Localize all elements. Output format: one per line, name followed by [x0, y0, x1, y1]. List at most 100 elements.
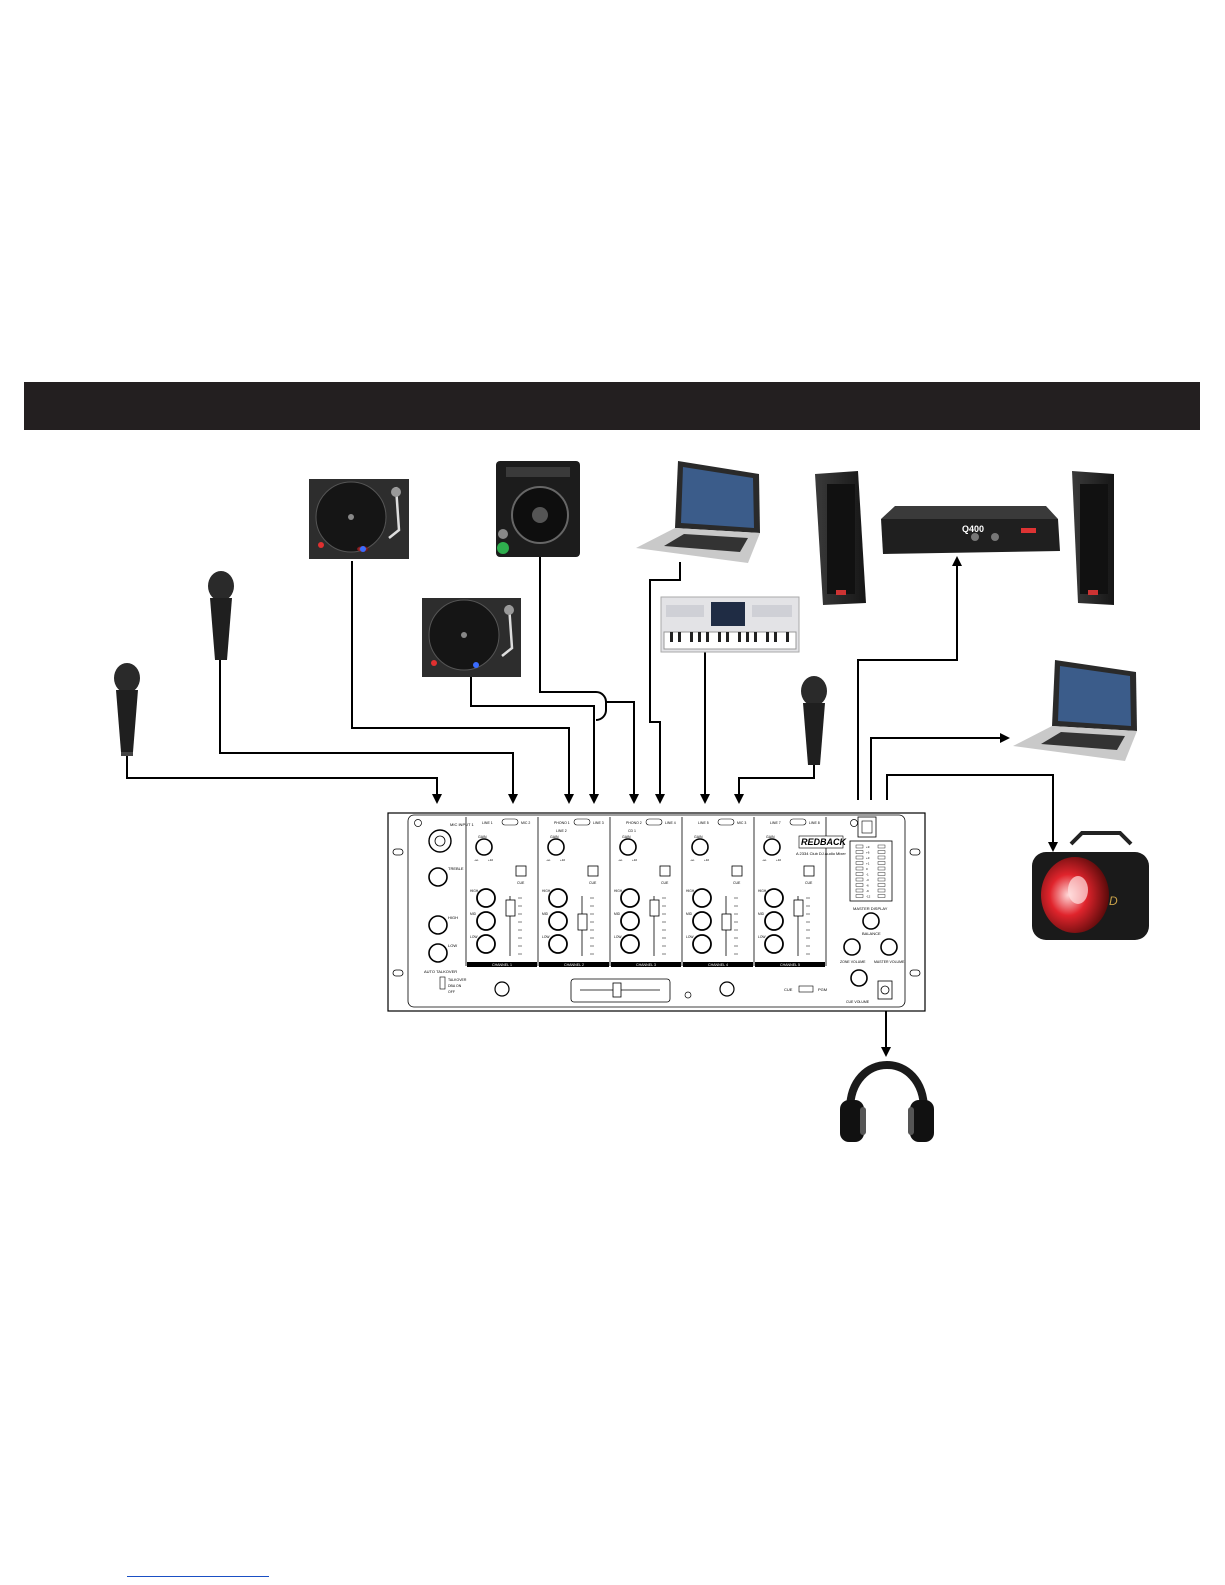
meter-led [855, 883, 864, 887]
power-switch[interactable] [857, 816, 877, 838]
knob-label: LOW [542, 935, 550, 939]
meter-led [855, 855, 864, 860]
selector-label: CD 1 [628, 829, 636, 833]
gain-knob[interactable] [691, 838, 709, 856]
talkover-option: TALKOVER [448, 978, 467, 982]
speaker-right-icon [1072, 471, 1114, 605]
eq-knob[interactable] [692, 934, 712, 954]
meter-led [855, 844, 864, 849]
meter-mark: -12 [866, 895, 871, 899]
header-banner [24, 382, 1200, 430]
meter-led [855, 866, 864, 871]
knob-label: MID [614, 912, 621, 916]
selector-label: LINE 1 [482, 821, 493, 825]
eq-knob[interactable] [548, 934, 568, 954]
meter-mark: +1 [866, 862, 870, 866]
channel-fader[interactable] [721, 913, 732, 931]
range-label: +10 [632, 858, 637, 862]
eq-knob[interactable] [764, 911, 784, 931]
gain-knob[interactable] [763, 838, 781, 856]
cue-volume-label: CUE VOLUME [846, 1000, 870, 1004]
input-selector-switch[interactable] [645, 818, 663, 826]
selector-label: MIC 2 [521, 821, 530, 825]
gain-knob[interactable] [547, 838, 565, 856]
cd-player-icon [496, 461, 580, 557]
knob-label: GAIN [694, 835, 703, 839]
crossfader[interactable] [570, 978, 671, 1003]
microphone-3-icon [801, 676, 827, 765]
meter-mark: -9 [866, 889, 869, 893]
channel-fader[interactable] [793, 899, 804, 917]
gain-knob[interactable] [619, 838, 637, 856]
channel-name: CHANNEL 1 [492, 963, 512, 967]
knob-label: MID [758, 912, 765, 916]
wire-turntable1 [351, 561, 574, 804]
gain-knob[interactable] [475, 838, 493, 856]
meter-led [877, 888, 886, 893]
meter-led [877, 850, 886, 854]
eq-knob[interactable] [620, 911, 640, 931]
channel-fader[interactable] [649, 899, 660, 917]
input-selector-switch[interactable] [501, 818, 519, 826]
amp-model-label: Q400 [962, 524, 984, 534]
cue-button[interactable] [587, 865, 599, 877]
input-selector-switch[interactable] [789, 818, 807, 826]
mixer-panel: MIC INPUT 1 TREBLE HIGH LOW AUTO TALKOVE… [387, 812, 926, 1012]
eq-knob[interactable] [476, 888, 496, 908]
selector-label: LINE 2 [556, 829, 567, 833]
knob-label: GAIN [550, 835, 559, 839]
selector-label: MIC 3 [737, 821, 746, 825]
knob-label: HIGH [614, 889, 623, 893]
eq-knob[interactable] [692, 888, 712, 908]
eq-knob[interactable] [764, 888, 784, 908]
cue-button[interactable] [803, 865, 815, 877]
knob-label: LOW [470, 935, 478, 939]
channel-name-bar [539, 962, 609, 967]
cue-button[interactable] [731, 865, 743, 877]
selector-label: LINE 4 [665, 821, 676, 825]
wire-mic2 [219, 657, 518, 804]
channel-fader[interactable] [505, 899, 516, 917]
meter-led [855, 850, 864, 854]
cue-button[interactable] [515, 865, 527, 877]
eq-knob[interactable] [548, 888, 568, 908]
cue-pgm-label: CUE [784, 987, 793, 992]
headphone-jack[interactable] [877, 980, 893, 1000]
microphone-1-icon [114, 663, 140, 756]
cue-button[interactable] [659, 865, 671, 877]
range-label: +10 [488, 858, 493, 862]
knob-label: LOW [686, 935, 694, 939]
knob-label: MID [686, 912, 693, 916]
meter-led [855, 894, 864, 898]
talkover-label: AUTO TALKOVER [424, 969, 457, 974]
eq-knob[interactable] [764, 934, 784, 954]
range-label: +10 [776, 858, 781, 862]
input-selector-switch[interactable] [717, 818, 735, 826]
meter-mark: -1 [866, 873, 869, 877]
channel-fader[interactable] [577, 913, 588, 931]
eq-knob[interactable] [692, 911, 712, 931]
selector-label: LINE 3 [593, 821, 604, 825]
channel-name-bar [467, 962, 537, 967]
meter-led [877, 883, 886, 887]
channel-name: CHANNEL 3 [636, 963, 656, 967]
knob-label: HIGH [686, 889, 695, 893]
input-selector-switch[interactable] [573, 818, 591, 826]
model-label: A 2334 Club DJ Audio Mixer [796, 851, 846, 856]
eq-knob[interactable] [548, 911, 568, 931]
eq-knob[interactable] [476, 934, 496, 954]
footer-link-underline [127, 1576, 269, 1577]
eq-knob[interactable] [620, 934, 640, 954]
turntable-2-icon [422, 598, 521, 677]
meter-mark: +6 [866, 851, 870, 855]
knob-label: GAIN [622, 835, 631, 839]
meter-led [855, 888, 864, 893]
eq-knob[interactable] [476, 911, 496, 931]
eq-knob[interactable] [620, 888, 640, 908]
